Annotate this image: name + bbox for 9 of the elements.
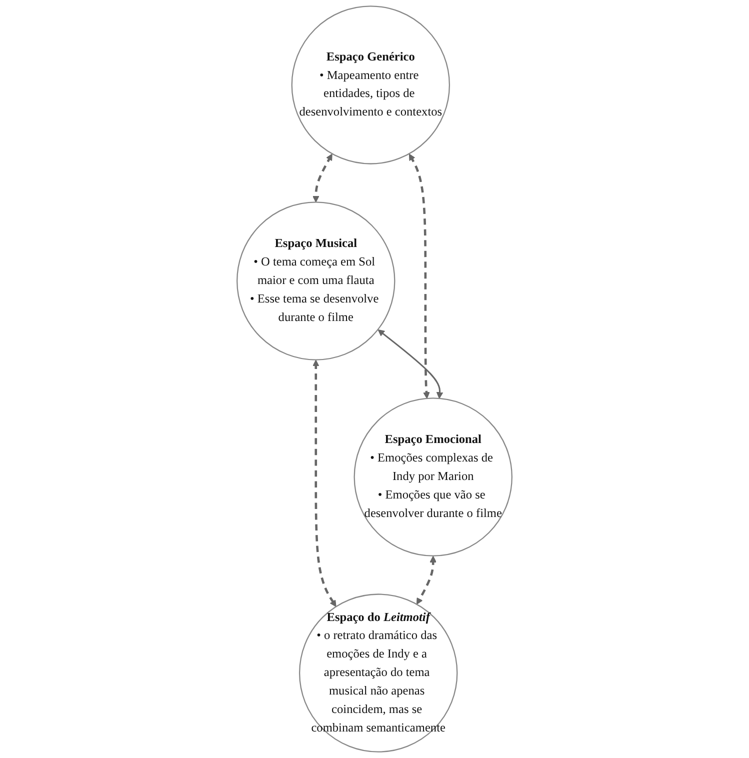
node-circle: [236, 202, 396, 360]
node-circle: [291, 6, 450, 164]
arrow: [416, 556, 436, 605]
arrow: [312, 154, 332, 202]
arrow: [312, 360, 336, 607]
node-circle: [298, 594, 458, 752]
arrow: [378, 330, 444, 399]
arrow: [408, 154, 430, 399]
node-circle: [354, 398, 512, 556]
